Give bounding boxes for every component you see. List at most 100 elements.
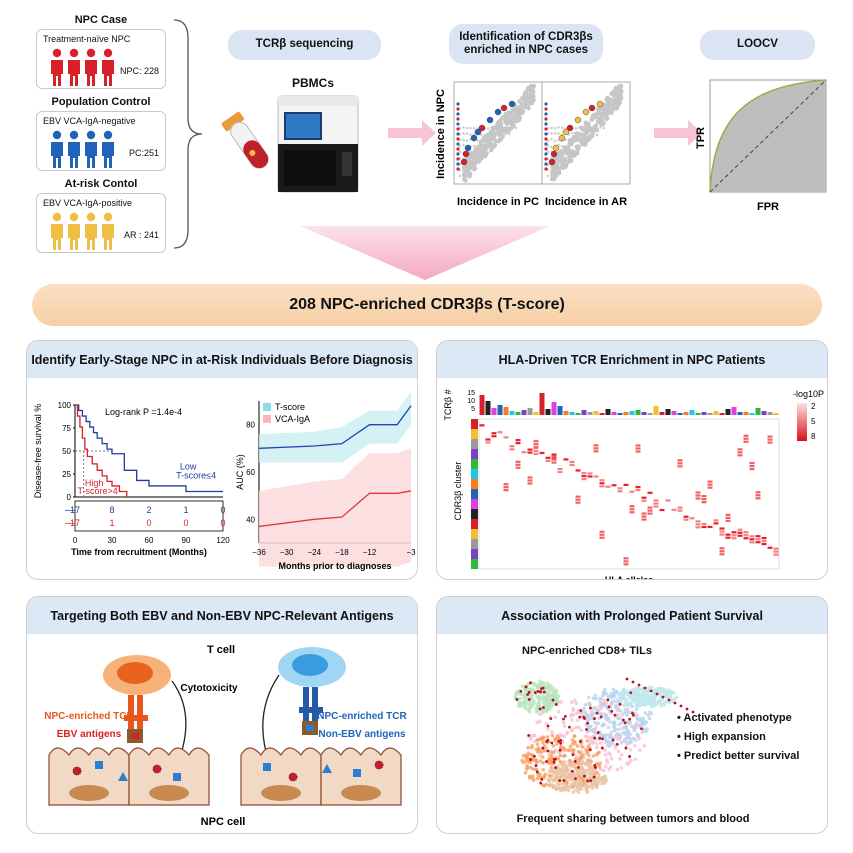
antigen-icon	[173, 773, 181, 781]
heatmap-cell	[767, 438, 773, 441]
umap-cell	[593, 696, 598, 701]
umap-cell	[606, 725, 611, 730]
panel-survival: Association with Prolonged Patient Survi…	[436, 596, 828, 834]
umap-cell	[517, 704, 522, 708]
umap-cell	[562, 772, 567, 777]
umap-cell	[564, 783, 568, 788]
hla-x-label: HLA alleles	[605, 575, 653, 580]
enriched-cell-dot	[578, 740, 582, 743]
enriched-cell-dot	[540, 687, 543, 690]
heatmap-cell	[635, 488, 641, 492]
enriched-cell-dot	[667, 698, 671, 702]
umap-cell	[572, 773, 577, 777]
umap-cell	[609, 700, 614, 705]
heatmap-cell	[485, 438, 491, 441]
tcr-count-bar	[773, 413, 779, 415]
umap-cell	[617, 722, 622, 727]
heatmap-cell	[515, 460, 521, 463]
heatmap-cell	[491, 432, 497, 435]
umap-cell	[665, 695, 669, 700]
heatmap-cell	[653, 505, 659, 508]
umap-cell	[586, 744, 590, 749]
step-tcr-sequencing: TCRβ sequencing	[228, 30, 381, 60]
tcr-count-bar	[593, 411, 599, 415]
heatmap-cell	[599, 485, 605, 488]
heatmap-cell	[515, 442, 521, 445]
tcr-count-bar	[629, 411, 635, 415]
umap-cell	[650, 685, 655, 690]
umap-cell	[527, 776, 532, 780]
umap-cell	[571, 707, 575, 711]
umap-cell	[614, 690, 619, 695]
tcr-count-bar	[617, 413, 623, 415]
umap-cell	[589, 739, 593, 744]
heatmap-cell	[527, 479, 533, 482]
enriched-cell-dot	[542, 706, 545, 709]
heatmap-cell	[569, 463, 575, 467]
umap-cell	[596, 781, 600, 785]
pvalue-legend-title: -log10P	[793, 389, 824, 399]
umap-cell	[555, 771, 560, 775]
umap-cell	[553, 778, 558, 782]
umap-cell	[633, 743, 637, 748]
umap-cell	[562, 724, 567, 728]
enriched-cell-dot	[552, 760, 556, 764]
enrichment-scatter-plots: Incidence in NPC Incidence in PC Inciden…	[435, 81, 631, 208]
umap-cell	[633, 691, 638, 695]
umap-subtitle: NPC-enriched CD8+ TILs	[522, 645, 652, 657]
umap-cell	[666, 688, 670, 692]
umap-cell	[550, 730, 554, 734]
heatmap-cell	[503, 483, 509, 486]
umap-cell	[531, 767, 535, 771]
umap-cell	[620, 692, 624, 696]
umap-cell	[608, 720, 612, 724]
enriched-cell-dot	[629, 691, 633, 695]
umap-cell	[570, 742, 575, 746]
tcr-count-bar	[647, 413, 653, 415]
umap-cell	[549, 683, 553, 688]
umap-cell	[613, 699, 618, 703]
umap-cell	[588, 763, 592, 767]
umap-cell	[556, 782, 561, 787]
heatmap-cell	[569, 460, 575, 464]
umap-cell	[529, 700, 533, 705]
heatmap-cell	[767, 546, 773, 549]
umap-cell	[538, 759, 543, 763]
umap-cell	[583, 702, 588, 707]
umap-cell	[585, 781, 589, 786]
enriched-cell-dot	[533, 754, 536, 758]
heatmap-cell	[725, 513, 731, 516]
umap-cell	[605, 757, 609, 762]
heatmap-cell	[719, 527, 725, 530]
enriched-cell-dot	[655, 692, 659, 696]
cluster-color-bar	[471, 419, 478, 429]
umap-cell	[599, 697, 604, 701]
heatmap-cell	[635, 450, 641, 453]
auc-y-tick: 80	[246, 421, 255, 430]
umap-cell	[581, 745, 585, 749]
cohort-label: EBV VCA-IgA-positive	[43, 198, 133, 208]
heatmap-cell	[755, 491, 761, 494]
umap-cell	[524, 767, 529, 771]
umap-cell	[604, 713, 609, 718]
umap-cell	[598, 699, 602, 704]
umap-cell	[576, 787, 581, 791]
enriched-cell-dot	[542, 690, 546, 694]
umap-cell	[521, 760, 526, 765]
umap-cell	[616, 717, 621, 721]
umap-cell	[627, 695, 632, 700]
umap-cell	[571, 727, 575, 731]
heatmap-cell	[713, 519, 719, 522]
umap-cell	[593, 779, 597, 784]
umap-cell	[625, 692, 629, 697]
km-y-tick: 75	[62, 424, 71, 433]
heatmap-cell	[599, 479, 605, 482]
heatmap-cell	[635, 485, 641, 489]
umap-cell	[523, 696, 528, 701]
cohort-label: Treatment-naïve NPC	[43, 34, 131, 44]
heatmap-cell	[509, 448, 515, 451]
umap-cell	[565, 731, 569, 736]
heatmap-cell	[749, 538, 755, 541]
tcr-count-bar	[569, 412, 575, 415]
